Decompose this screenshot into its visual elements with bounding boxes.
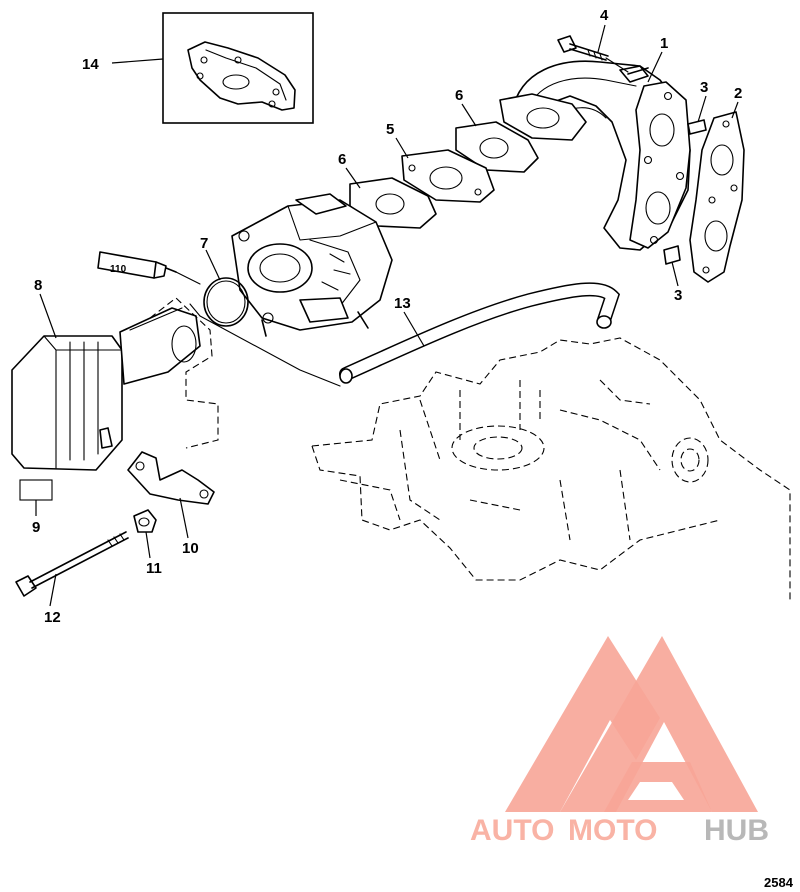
callout-2: 2 <box>734 85 742 102</box>
callout-7: 7 <box>200 235 208 252</box>
decal <box>19 479 53 501</box>
callout-4: 4 <box>600 7 609 24</box>
manifold-bolt <box>557 35 609 61</box>
watermark-text-moto: MOTO <box>568 814 657 847</box>
dowel-pin-upper <box>687 119 707 135</box>
reference-number: 2584 <box>764 875 794 890</box>
watermark-text-auto: AUTO <box>470 814 554 847</box>
assembly-line-carb-to-block <box>189 303 341 387</box>
callout-3-lower: 3 <box>674 287 682 304</box>
callout-12: 12 <box>44 609 61 626</box>
leader-3b <box>671 261 679 287</box>
intake-manifold <box>499 60 691 251</box>
callout-8: 8 <box>34 277 42 294</box>
callout-10: 10 <box>182 540 199 557</box>
dowel-pin-lower <box>663 245 681 265</box>
mounting-plate-outline <box>149 297 219 449</box>
leader-14 <box>111 58 164 64</box>
watermark-text-hub: HUB <box>704 814 769 847</box>
leader-6b <box>345 167 361 189</box>
gasket-upper <box>455 121 539 173</box>
manifold-gasket <box>689 111 745 283</box>
callout-14: 14 <box>82 56 99 73</box>
leader-7 <box>205 249 221 281</box>
fuel-hose <box>339 282 621 384</box>
support-bracket <box>127 451 215 505</box>
leader-6a <box>461 103 477 127</box>
leader-3a <box>697 95 707 123</box>
long-bolt <box>15 531 129 597</box>
leader-12 <box>49 573 57 607</box>
leader-2 <box>731 101 739 119</box>
callout-5: 5 <box>386 121 394 138</box>
engine-block-outline <box>311 337 791 600</box>
carburetor <box>231 193 393 337</box>
callout-3-upper: 3 <box>700 79 708 96</box>
grommet <box>133 509 157 533</box>
callout-11: 11 <box>146 560 162 577</box>
leader-5 <box>395 137 409 159</box>
sealant-tube: 110 <box>97 251 177 279</box>
inset-part-14 <box>162 12 314 124</box>
leader-11 <box>145 531 151 559</box>
callout-6-lower: 6 <box>338 151 346 168</box>
leader-1 <box>647 51 663 83</box>
watermark-logo <box>505 636 758 812</box>
leader-8 <box>39 293 57 339</box>
callout-9: 9 <box>32 519 40 536</box>
silencer-assembly <box>11 307 201 471</box>
leader-13 <box>403 311 425 347</box>
leader-4 <box>597 24 606 53</box>
callout-13: 13 <box>394 295 411 312</box>
o-ring <box>203 277 249 327</box>
sealant-tube-label: 110 <box>110 264 127 275</box>
carburetor-spacer <box>401 149 495 203</box>
callout-1: 1 <box>660 35 668 52</box>
assembly-line-tube <box>175 271 201 285</box>
assembly-line-bolt <box>605 57 629 73</box>
callout-6-upper: 6 <box>455 87 463 104</box>
leader-10 <box>179 497 189 539</box>
